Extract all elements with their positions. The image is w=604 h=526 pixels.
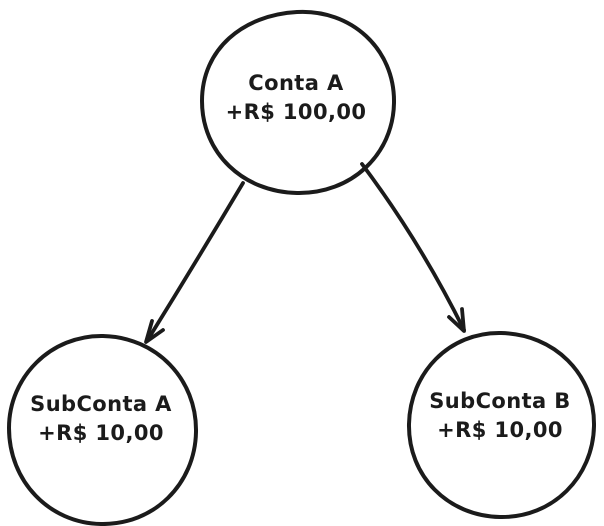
- node-amount: +R$ 10,00: [437, 418, 563, 442]
- node-circle-subconta-a: [7, 333, 199, 526]
- node-amount: +R$ 10,00: [38, 421, 164, 445]
- arrowhead-subconta-a-icon: [144, 319, 165, 344]
- node-name: SubConta A: [30, 392, 172, 416]
- node-circle-conta-a: [200, 9, 397, 196]
- node-label-conta-a: Conta A +R$ 100,00: [226, 69, 367, 127]
- node-name: Conta A: [248, 71, 344, 95]
- node-amount: +R$ 100,00: [225, 100, 367, 124]
- arrowhead-subconta-b-icon: [447, 307, 466, 333]
- edge-conta-a-to-subconta-b: [360, 162, 466, 332]
- node-label-subconta-a: SubConta A +R$ 10,00: [30, 390, 172, 448]
- node-circle-subconta-b: [406, 330, 597, 520]
- edge-conta-a-to-subconta-a: [145, 181, 245, 343]
- node-name: SubConta B: [429, 389, 571, 413]
- stroke-group: [7, 9, 597, 526]
- node-label-subconta-b: SubConta B +R$ 10,00: [429, 387, 570, 445]
